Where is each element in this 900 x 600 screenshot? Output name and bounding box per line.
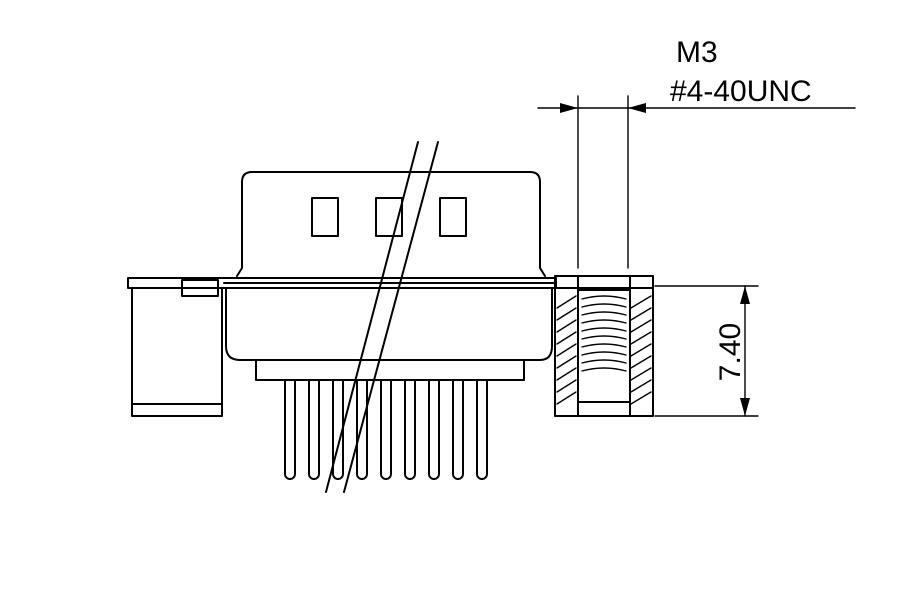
shell-slot-3 — [439, 197, 467, 237]
pin — [404, 379, 416, 480]
standoff-outline — [554, 275, 654, 417]
pin — [332, 379, 344, 480]
pin — [452, 379, 464, 480]
break-line-1 — [325, 141, 419, 493]
pin — [356, 379, 368, 480]
metric-thread-label: M3 — [676, 36, 718, 69]
thread-lines — [581, 295, 627, 372]
pin — [308, 379, 320, 480]
arrow-up — [740, 286, 750, 304]
break-line-2 — [343, 141, 439, 493]
height-dimension: 7.40 — [654, 285, 759, 417]
height-dimension-label: 7.40 — [714, 323, 747, 381]
insulator-base — [255, 359, 525, 381]
pin — [284, 379, 296, 480]
standoff-hatching — [556, 295, 652, 405]
boardlock-tab — [181, 279, 219, 297]
break-lines — [325, 141, 439, 493]
shell-slot-2 — [375, 197, 403, 237]
arrow-right — [628, 103, 646, 113]
shell-top — [236, 171, 546, 277]
connector-body — [127, 171, 557, 417]
pin — [428, 379, 440, 480]
pin — [380, 379, 392, 480]
pins — [284, 379, 488, 480]
thread-callout: M3 #4-40UNC — [537, 36, 856, 269]
threaded-standoff — [554, 275, 654, 417]
shell-slot-1 — [311, 197, 339, 237]
standoff-bore — [577, 275, 631, 417]
boardlock-left — [131, 287, 223, 417]
arrow-down — [740, 398, 750, 416]
imperial-thread-label: #4-40UNC — [670, 75, 812, 108]
pin — [476, 379, 488, 480]
arrow-left — [560, 103, 578, 113]
